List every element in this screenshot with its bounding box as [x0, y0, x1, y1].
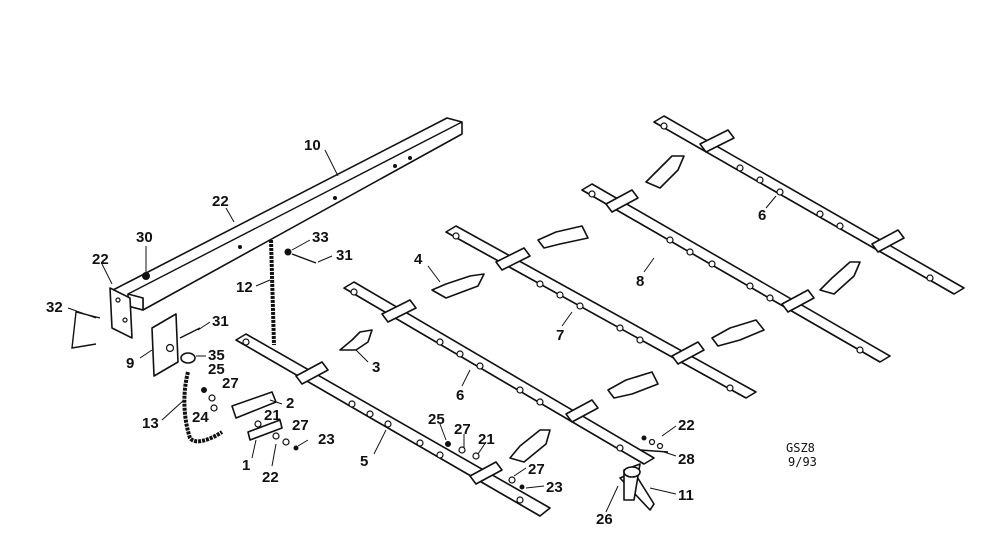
- bolt-head: [142, 272, 150, 280]
- label-35: 35: [208, 347, 225, 364]
- tine-hardware: [639, 435, 669, 453]
- label-23: 23: [318, 431, 335, 448]
- label-11: 11: [678, 487, 694, 504]
- label-8: 8: [636, 273, 644, 290]
- label-22: 22: [212, 193, 229, 210]
- tine-bar-6-upper: [653, 115, 965, 295]
- label-32: 32: [46, 299, 63, 316]
- callout-labels: 10 22 30 22 32 33 31 12 31 9 35 25 27 13…: [46, 137, 766, 528]
- label-23: 23: [546, 479, 563, 496]
- label-22: 22: [678, 417, 695, 434]
- label-22: 22: [262, 469, 279, 486]
- tine-bar-5: [235, 333, 551, 517]
- label-12: 12: [236, 279, 253, 296]
- label-5: 5: [360, 453, 368, 470]
- bolt-33: [284, 248, 317, 264]
- label-27: 27: [454, 421, 471, 438]
- label-22: 22: [92, 251, 109, 268]
- label-6: 6: [456, 387, 464, 404]
- label-10: 10: [304, 137, 321, 154]
- drawing-stamp: GSZ8 9/93: [786, 441, 817, 469]
- chain-vertical: [269, 239, 276, 346]
- tine-clips: [339, 155, 861, 463]
- spring-tine: [619, 463, 655, 511]
- label-27: 27: [528, 461, 545, 478]
- chain-hanging: [182, 371, 224, 444]
- label-27: 27: [292, 417, 309, 434]
- stamp-date: 9/93: [788, 455, 817, 469]
- label-6: 6: [758, 207, 766, 224]
- label-4: 4: [414, 251, 423, 268]
- tine-bar-8: [581, 183, 891, 363]
- washer-stack-right: [445, 441, 525, 490]
- label-28: 28: [678, 451, 695, 468]
- label-27: 27: [222, 375, 239, 392]
- label-7: 7: [556, 327, 564, 344]
- label-31: 31: [336, 247, 353, 264]
- label-21: 21: [478, 431, 495, 448]
- stamp-code: GSZ8: [786, 441, 815, 455]
- label-25: 25: [428, 411, 445, 428]
- leader-lines: [67, 149, 777, 513]
- tine-bars: [235, 115, 965, 517]
- bracket-plate: [151, 313, 179, 377]
- end-mount-plate: [109, 287, 133, 339]
- label-33: 33: [312, 229, 329, 246]
- label-2: 2: [286, 395, 294, 412]
- label-31: 31: [212, 313, 229, 330]
- label-1: 1: [242, 457, 250, 474]
- label-3: 3: [372, 359, 380, 376]
- toolbar-tube: [112, 117, 463, 311]
- label-9: 9: [126, 355, 134, 372]
- label-24: 24: [192, 409, 209, 426]
- spacer-bushing: [180, 352, 196, 364]
- label-13: 13: [142, 415, 159, 432]
- label-25: 25: [208, 361, 225, 378]
- label-21: 21: [264, 407, 281, 424]
- tine-bar-7: [445, 225, 757, 399]
- label-30: 30: [136, 229, 153, 246]
- tine-bar-6-lower: [343, 281, 655, 465]
- washer-stack-left: [201, 387, 299, 451]
- bolt-31: [179, 327, 201, 339]
- label-26: 26: [596, 511, 613, 528]
